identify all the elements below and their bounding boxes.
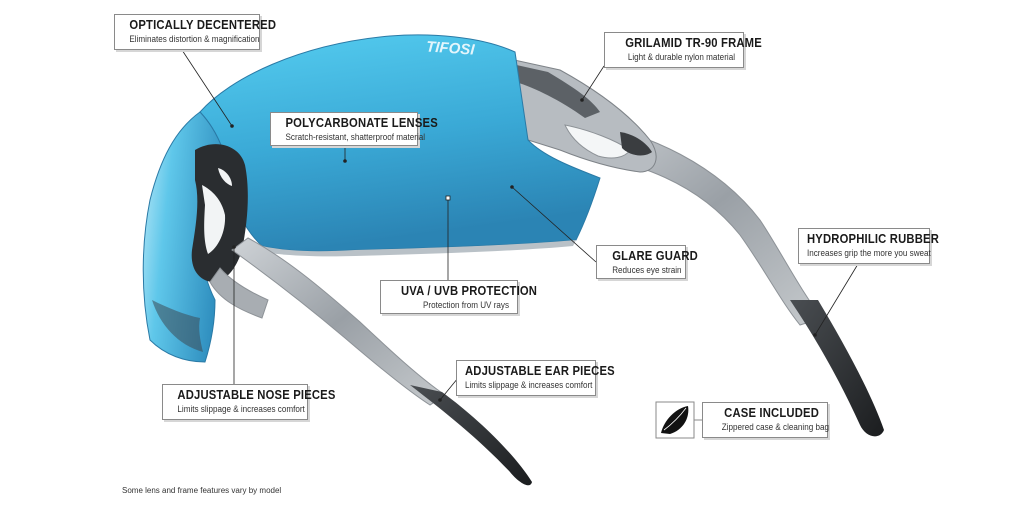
- callout-desc: Zippered case & cleaning bag: [721, 422, 829, 432]
- callout-title: ADJUSTABLE EAR PIECES: [465, 364, 615, 378]
- callout-desc: Limits slippage & increases comfort: [465, 380, 593, 390]
- callout-title: GLARE GUARD: [612, 249, 698, 263]
- left-ear-tip: [410, 385, 532, 486]
- callout-desc: Scratch-resistant, shatterproof material: [285, 132, 426, 142]
- callout-desc: Increases grip the more you sweat: [807, 248, 931, 258]
- callout-title: OPTICALLY DECENTERED: [129, 18, 277, 32]
- callout-desc: Reduces eye strain: [612, 265, 682, 275]
- case-icon: [655, 401, 702, 439]
- callout-glare-guard: GLARE GUARD Reduces eye strain: [596, 245, 698, 279]
- callout-title: POLYCARBONATE LENSES: [285, 116, 438, 130]
- callout-optically-decentered: OPTICALLY DECENTERED Eliminates distorti…: [114, 14, 277, 50]
- callout-desc: Limits slippage & increases comfort: [177, 404, 305, 414]
- callout-desc: Protection from UV rays: [423, 300, 509, 310]
- callout-title: ADJUSTABLE NOSE PIECES: [177, 388, 336, 402]
- leader-dots: [230, 98, 817, 402]
- leader-lines: [181, 49, 859, 401]
- callout-nose-pieces: ADJUSTABLE NOSE PIECES Limits slippage &…: [162, 384, 336, 420]
- callout-title: CASE INCLUDED: [724, 406, 819, 420]
- callout-desc: Eliminates distortion & magnification: [129, 34, 260, 44]
- callout-title: GRILAMID TR-90 FRAME: [625, 36, 762, 50]
- callout-desc: Light & durable nylon material: [627, 52, 735, 62]
- footnote: Some lens and frame features vary by mod…: [122, 486, 282, 495]
- brand-wordmark: TIFOSI: [426, 38, 476, 58]
- callout-grilamid: GRILAMID TR-90 FRAME Light & durable nyl…: [604, 32, 762, 68]
- callout-uva-uvb: UVA / UVB PROTECTION Protection from UV …: [380, 280, 538, 314]
- callout-title: UVA / UVB PROTECTION: [401, 284, 538, 298]
- callout-case: CASE INCLUDED Zippered case & cleaning b…: [702, 402, 829, 438]
- callout-polycarbonate: POLYCARBONATE LENSES Scratch-resistant, …: [270, 112, 438, 146]
- callout-title: HYDROPHILIC RUBBER: [807, 232, 940, 246]
- left-temple-arm: [231, 237, 446, 406]
- callout-hydrophilic: HYDROPHILIC RUBBER Increases grip the mo…: [798, 228, 940, 264]
- callout-ear-pieces: ADJUSTABLE EAR PIECES Limits slippage & …: [456, 360, 615, 396]
